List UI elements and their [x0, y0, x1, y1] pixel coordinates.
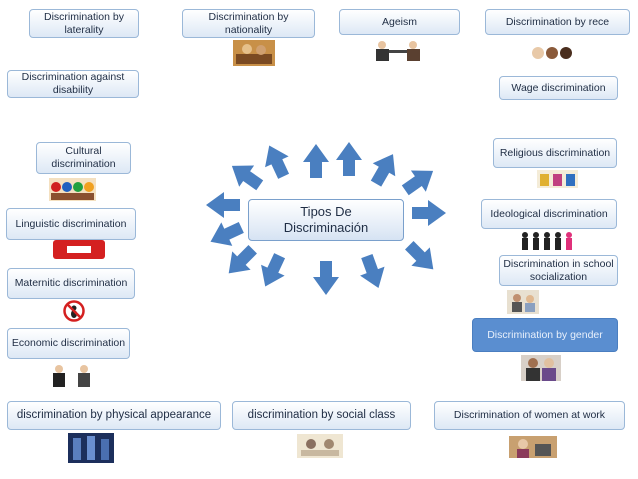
box-race: Discrimination by rece [485, 9, 630, 35]
box-ageism: Ageism [339, 9, 460, 35]
box-gender: Discrimination by gender [472, 318, 618, 352]
nationality-image [233, 40, 275, 66]
school-image [507, 290, 539, 314]
gender-image [521, 355, 561, 381]
box-disability: Discrimination against disability [7, 70, 139, 98]
box-linguistic: Linguistic discrimination [6, 208, 136, 240]
arrow-up-left [257, 140, 296, 182]
arrow-left [206, 192, 240, 218]
arrow-lower-left [219, 240, 262, 283]
linguistic-image [53, 240, 105, 259]
center-title-line2: Discriminación [283, 220, 369, 235]
box-social-class: discrimination by social class [232, 401, 411, 430]
box-cultural: Cultural discrimination [36, 142, 131, 174]
arrow-down [313, 261, 339, 295]
economic-image [53, 365, 90, 387]
physical-appearance-image [68, 433, 114, 463]
box-economic: Economic discrimination [7, 328, 130, 359]
race-image [532, 47, 572, 59]
cultural-image [49, 178, 96, 201]
box-physical-appearance: discrimination by physical appearance [7, 401, 221, 430]
box-nationality: Discrimination by nationality [182, 9, 315, 38]
arrow-upper-left [224, 155, 268, 196]
arrow-down-right [354, 251, 391, 293]
center-title-box: Tipos De Discriminación [248, 199, 404, 241]
arrow-down-left [253, 250, 292, 292]
box-laterality: Discrimination by laterality [29, 9, 139, 38]
ageism-image [376, 41, 420, 61]
arrow-up-right [364, 147, 405, 191]
arrow-upper-right [397, 160, 441, 201]
arrow-right [412, 200, 446, 226]
religious-image [537, 170, 578, 188]
box-wage: Wage discrimination [499, 76, 618, 100]
arrow-left-low [205, 215, 247, 254]
women-at-work-image [509, 436, 557, 458]
social-class-image [297, 434, 343, 458]
arrow-up-2 [336, 142, 362, 176]
ideological-image [522, 232, 572, 250]
arrow-lower-right [400, 236, 443, 279]
no-pregnancy-icon [63, 300, 85, 322]
box-school: Discrimination in school socialization [499, 255, 618, 286]
box-maternitic: Maternitic discrimination [7, 268, 135, 299]
box-women-at-work: Discrimination of women at work [434, 401, 625, 430]
box-religious: Religious discrimination [493, 138, 617, 168]
arrow-up-1 [303, 144, 329, 178]
center-title-line1: Tipos De [300, 204, 352, 219]
box-ideological: Ideological discrimination [481, 199, 617, 229]
